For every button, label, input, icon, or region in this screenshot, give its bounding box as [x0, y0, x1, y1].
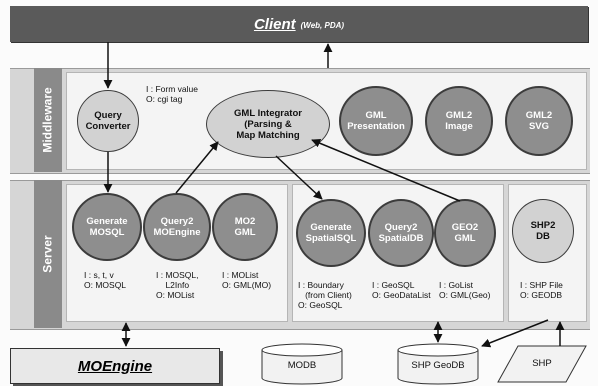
shp-geodb-label: SHP GeoDB	[411, 360, 465, 371]
arrow-gml-integrator-to-generate-spatialsql	[275, 155, 323, 200]
generate-spatialsql-io: I : Boundary (from Client) O: GeoSQL	[298, 280, 352, 310]
gml-presentation-node: GML Presentation	[339, 86, 413, 156]
modb-cylinder	[261, 343, 343, 385]
query2-moengine-io: I : MOSQL, L2Info O: MOList	[156, 270, 199, 300]
shp-geodb-cylinder	[397, 343, 479, 385]
arrow-shp-to-shp-geodb	[481, 319, 549, 348]
generate-mosql-io: I : s, t, v O: MOSQL	[84, 270, 127, 290]
shp-data-shape	[497, 345, 587, 383]
server-tier-label: Server	[34, 180, 62, 328]
query2-moengine-node: Query2 MOEngine	[143, 193, 211, 261]
client-title: Client	[253, 15, 296, 33]
query2-spatialdb-io: I : GeoSQL O: GeoDataList	[372, 280, 431, 300]
gml2-svg-node: GML2 SVG	[505, 86, 573, 156]
query-converter-node: Query Converter	[77, 90, 139, 152]
geo2-gml-io: I : GoList O: GML(Geo)	[439, 280, 491, 300]
gml2-image-node: GML2 Image	[425, 86, 493, 156]
geo2-gml-node: GEO2 GML	[434, 199, 496, 267]
gml-integrator-node: GML Integrator (Parsing & Map Matching	[206, 90, 330, 158]
moengine-box: MOEngine	[10, 348, 220, 384]
query-converter-io: I : Form value O: cgi tag	[146, 84, 198, 104]
shp-label: SHP	[532, 358, 552, 369]
shp2-db-node: SHP2 DB	[512, 199, 574, 263]
mo2-gml-io: I : MOList O: GML(MO)	[222, 270, 272, 290]
moengine-label: MOEngine	[77, 357, 153, 375]
arrow-geo2-gml-to-gml-integrator	[311, 138, 461, 202]
generate-spatialsql-node: Generate SpatialSQL	[296, 199, 366, 267]
middleware-tier-label: Middleware	[34, 68, 62, 172]
client-subtitle: (Web, PDA)	[300, 21, 345, 30]
client-bar: Client (Web, PDA)	[10, 6, 588, 42]
modb-label: MODB	[287, 360, 317, 371]
query2-spatialdb-node: Query2 SpatialDB	[368, 199, 434, 267]
generate-mosql-node: Generate MOSQL	[72, 193, 142, 261]
arrow-query2-moengine-to-gml-integrator	[175, 141, 219, 194]
shp2-db-io: I : SHP File O: GEODB	[520, 280, 563, 300]
mo2-gml-node: MO2 GML	[212, 193, 278, 261]
